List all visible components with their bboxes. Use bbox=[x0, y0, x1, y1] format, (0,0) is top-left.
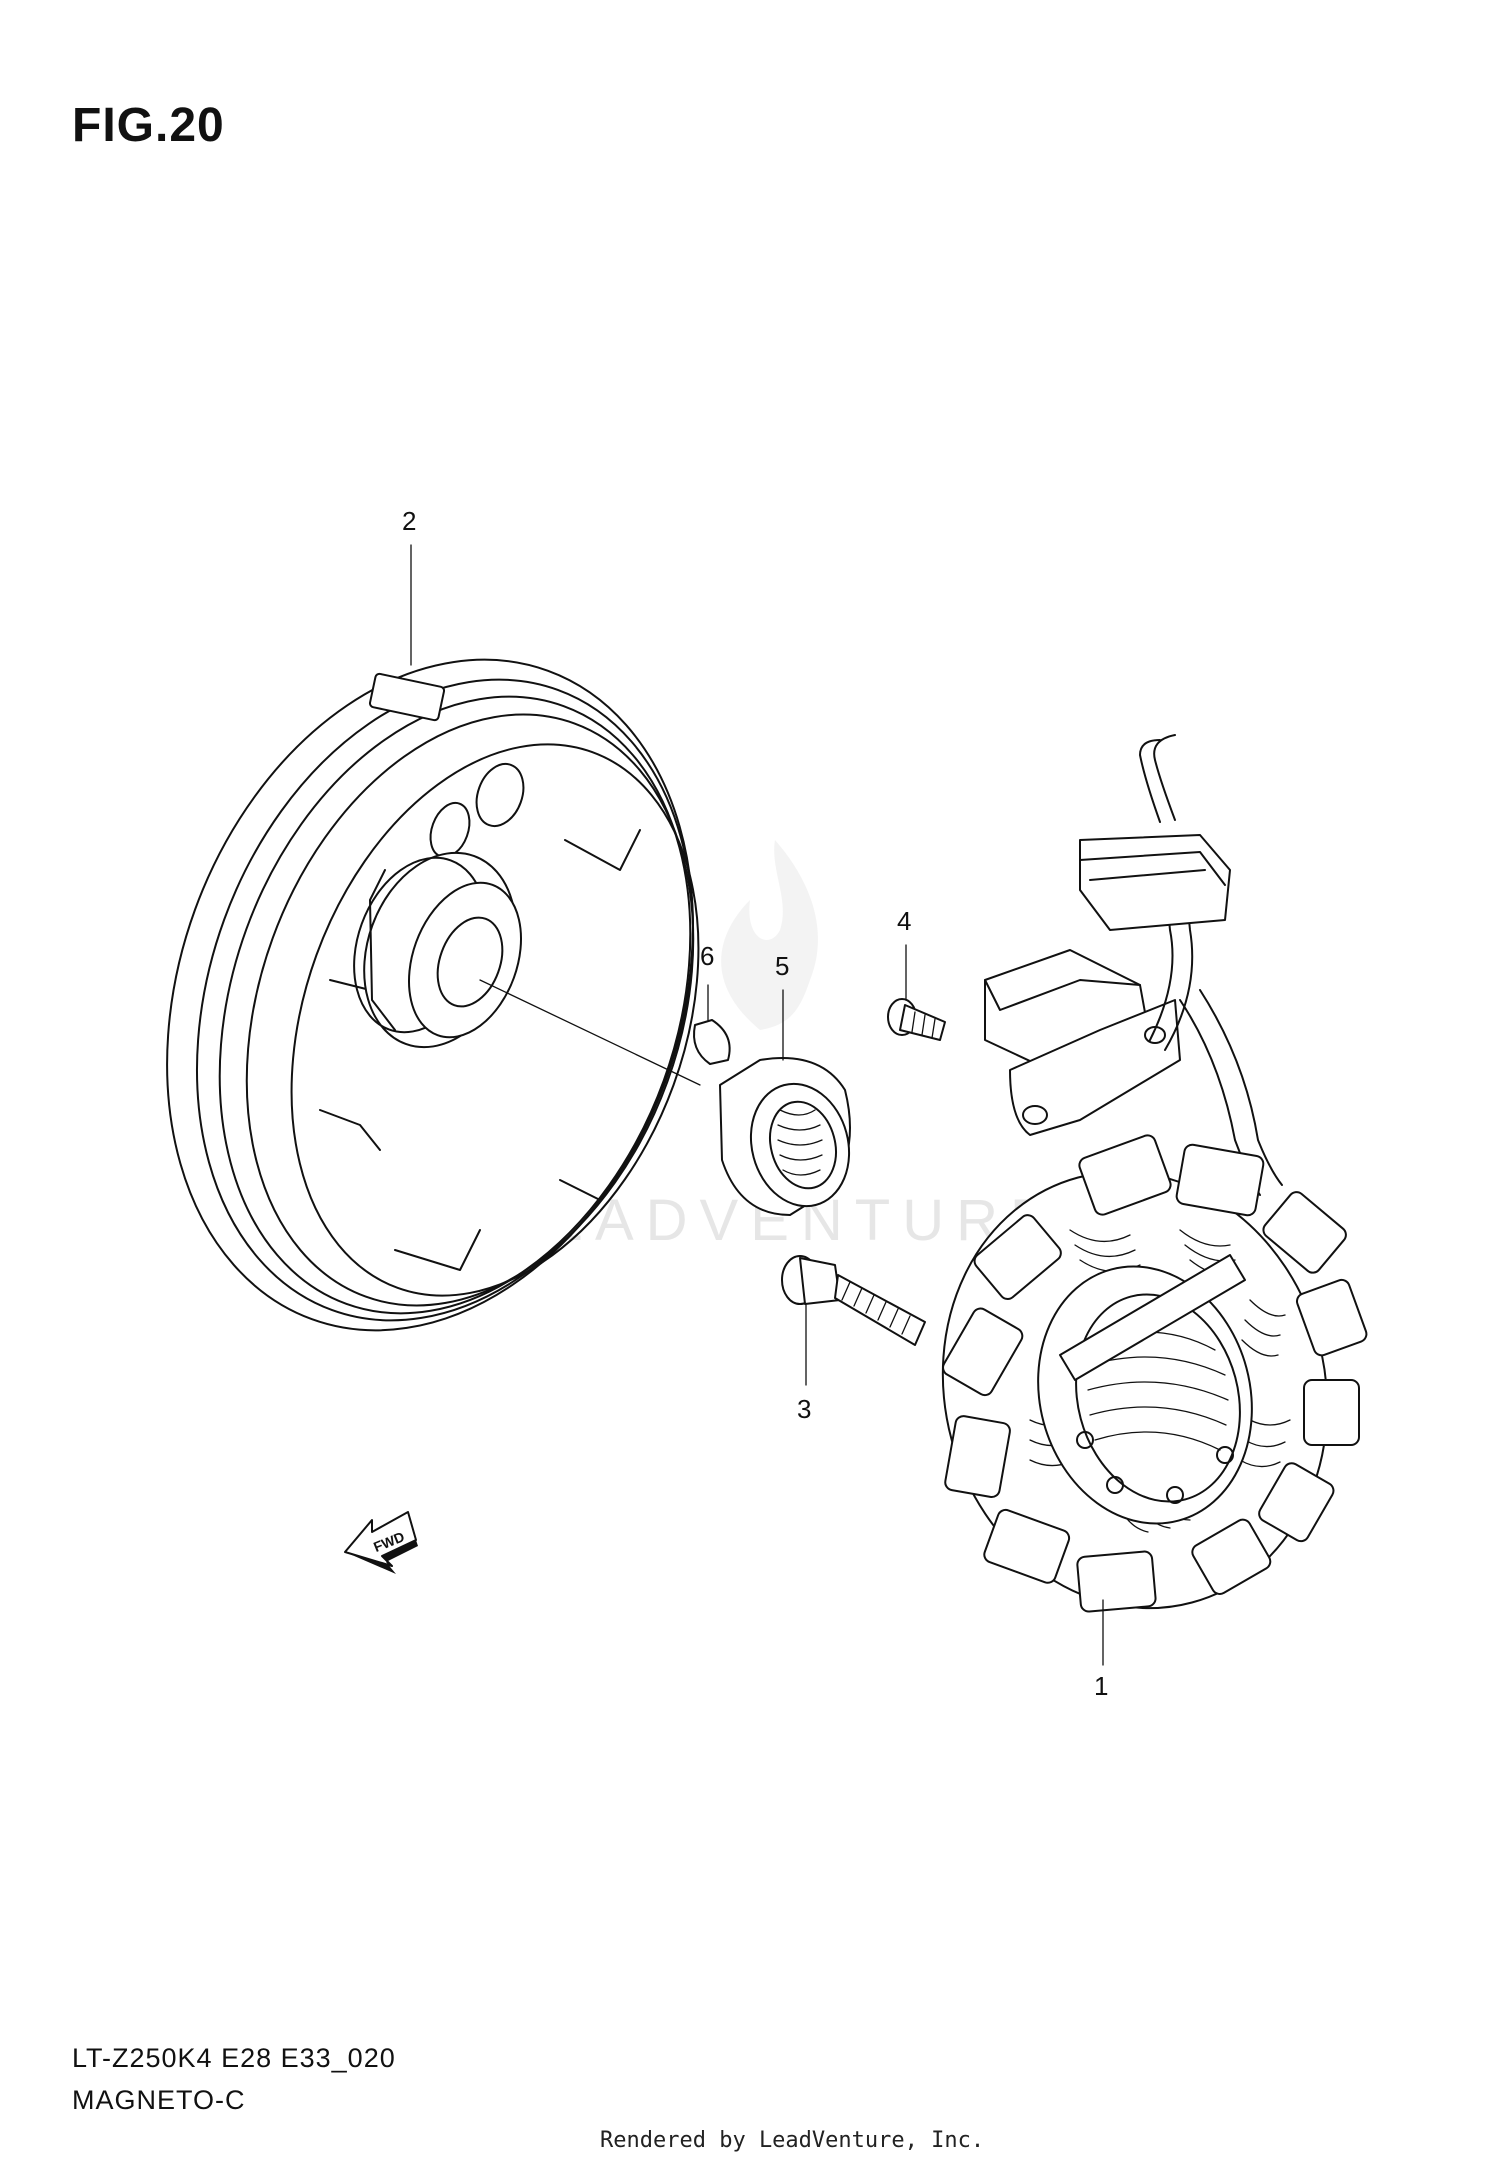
screw[interactable] bbox=[887, 998, 946, 1041]
stator-coil[interactable] bbox=[895, 1128, 1376, 1651]
assembly-axis bbox=[479, 979, 701, 1086]
callout-2[interactable]: 2 bbox=[402, 506, 416, 536]
callout-leaders bbox=[410, 544, 1104, 1666]
fwd-arrow-icon: FWD bbox=[344, 1511, 418, 1574]
callout-3[interactable]: 3 bbox=[797, 1394, 811, 1424]
section-name: MAGNETO-C bbox=[72, 2085, 246, 2115]
callout-4[interactable]: 4 bbox=[897, 906, 911, 936]
model-code: LT-Z250K4 E28 E33_020 bbox=[72, 2043, 396, 2073]
flame-watermark-icon bbox=[721, 840, 818, 1030]
nut[interactable] bbox=[719, 1057, 862, 1217]
rotor-flywheel[interactable] bbox=[77, 585, 783, 1404]
footer-credit: Rendered by LeadVenture, Inc. bbox=[600, 2128, 985, 2153]
pickup-coil[interactable] bbox=[984, 949, 1181, 1136]
bolt[interactable] bbox=[781, 1255, 926, 1346]
callout-5[interactable]: 5 bbox=[775, 951, 789, 981]
wire-connector[interactable] bbox=[1079, 834, 1231, 931]
wire-harness bbox=[1139, 734, 1283, 1196]
woodruff-key[interactable] bbox=[693, 1019, 731, 1065]
callout-1[interactable]: 1 bbox=[1094, 1671, 1108, 1701]
figure-title: FIG.20 bbox=[72, 99, 225, 152]
callout-6[interactable]: 6 bbox=[700, 941, 714, 971]
